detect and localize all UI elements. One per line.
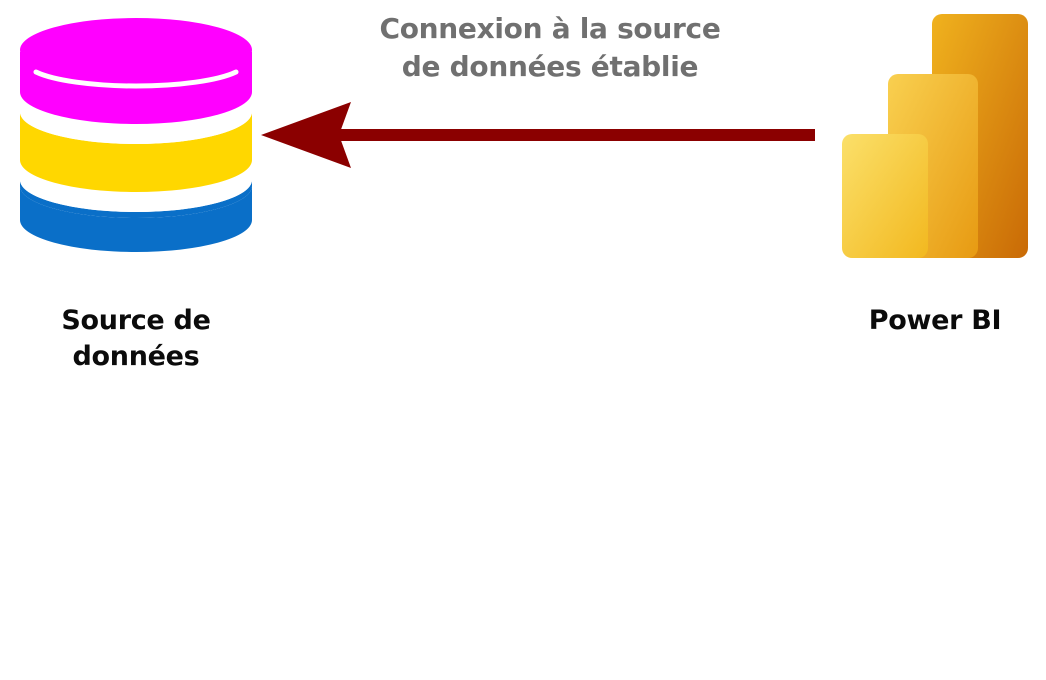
target-node-label: Power BI bbox=[868, 305, 1002, 336]
source-node-label: Source de données bbox=[16, 303, 256, 375]
arrow-caption-line-2: de données établie bbox=[401, 50, 699, 83]
arrow-caption: Connexion à la source de données établie bbox=[330, 10, 770, 86]
database-icon bbox=[20, 18, 252, 252]
arrow-caption-line-1: Connexion à la source bbox=[379, 12, 721, 45]
source-node-label-line-1: Source de bbox=[61, 305, 211, 336]
source-node-label-line-2: données bbox=[72, 341, 200, 372]
power-bi-logo-icon bbox=[842, 14, 1028, 258]
connection-arrow bbox=[261, 102, 815, 168]
